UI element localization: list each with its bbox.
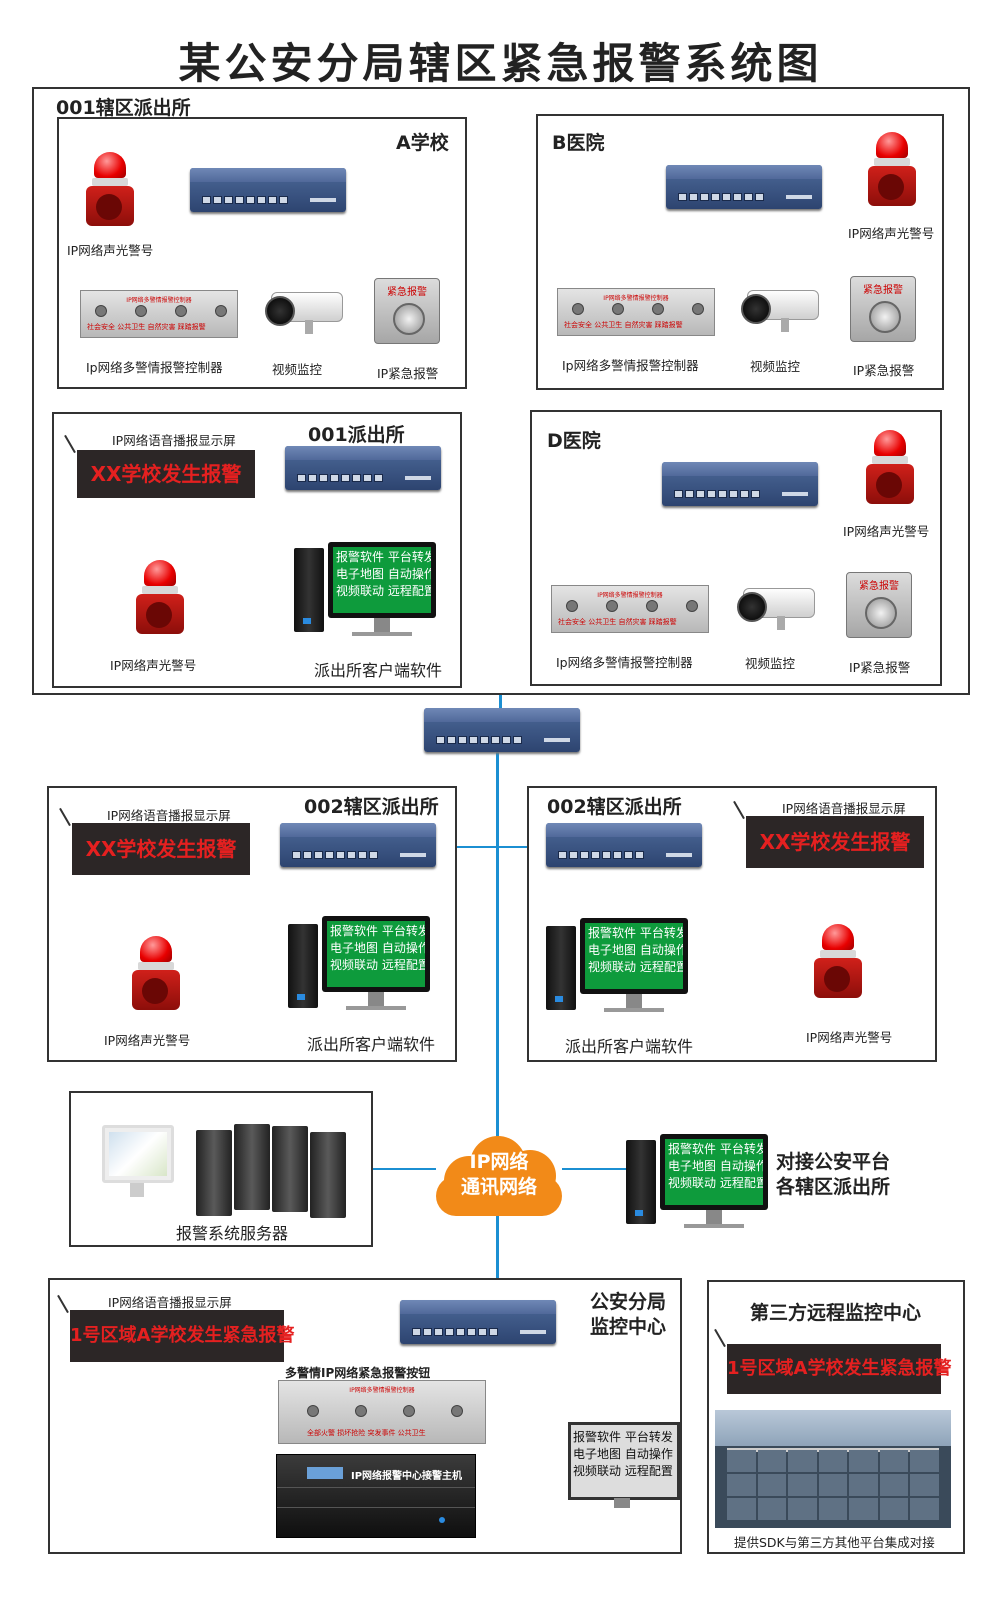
client-software-label: 派出所客户端软件: [314, 661, 443, 680]
video-label: 视频监控: [750, 359, 801, 374]
voice-display-label: IP网络语音播报显示屏: [112, 433, 236, 448]
led-display: 1号区域A学校发生紧急报警: [714, 1328, 951, 1394]
camera-icon: [265, 290, 343, 334]
emergency-button-icon: 紧急报警: [374, 278, 440, 344]
school-a-title: A学校: [396, 132, 449, 154]
center-title: 公安分局监控中心: [590, 1291, 667, 1338]
camera-icon: [737, 586, 815, 630]
controller-label: Ip网络多警情报警控制器: [556, 655, 693, 670]
pc-tower-icon: [288, 924, 318, 1008]
alarm-light-icon: [130, 936, 182, 1012]
multi-alarm-button-panel-icon: IP网络多警情报警控制器 全部火警 损坏抢险 突发事件 公共卫生: [278, 1380, 486, 1444]
center-monitor-stand-icon: [614, 1498, 630, 1508]
controller-panel-icon: IP网络多警情报警控制器社会安全 公共卫生 自然灾害 踩踏报警: [80, 290, 238, 338]
alarm-light-label: IP网络声光警号: [104, 1033, 191, 1048]
voice-display-label: IP网络语音播报显示屏: [782, 801, 906, 816]
alarm-light-label: IP网络声光警号: [843, 524, 930, 539]
ip-emergency-label: IP紧急报警: [377, 366, 439, 381]
switch-icon: [662, 462, 818, 506]
switch-icon: [285, 446, 441, 490]
desktop-monitor-icon: [102, 1125, 174, 1183]
district-002-right-title: 002辖区派出所: [547, 796, 682, 818]
alarm-light-icon: [812, 924, 864, 1000]
switch-icon: [400, 1300, 556, 1344]
monitor-icon: 报警软件 平台转发电子地图 自动操作视频联动 远程配置: [328, 542, 436, 636]
camera-icon: [741, 288, 819, 332]
ip-emergency-label: IP紧急报警: [853, 363, 915, 378]
link-dock: [562, 1168, 626, 1170]
client-software-label: 派出所客户端软件: [307, 1035, 436, 1054]
emergency-button-icon: 紧急报警: [850, 276, 916, 342]
pc-tower-icon: [294, 548, 324, 632]
center-monitor-icon: 报警软件 平台转发电子地图 自动操作视频联动 远程配置: [568, 1422, 680, 1500]
dock-label: 对接公安平台各辖区派出所: [776, 1151, 891, 1198]
monitor-icon: 报警软件 平台转发电子地图 自动操作视频联动 远程配置: [580, 918, 688, 1012]
district-002-left-title: 002辖区派出所: [304, 796, 439, 818]
alarm-light-label: IP网络声光警号: [110, 658, 197, 673]
alarm-light-label: IP网络声光警号: [67, 243, 154, 258]
led-display: XX学校发生报警: [59, 807, 250, 875]
controller-label: Ip网络多警情报警控制器: [86, 360, 223, 375]
emergency-button-icon: 紧急报警: [846, 572, 912, 638]
controller-panel-icon: IP网络多警情报警控制器社会安全 公共卫生 自然灾害 踩踏报警: [551, 585, 709, 633]
switch-icon: [666, 165, 822, 209]
district-001-title: 001辖区派出所: [56, 97, 191, 119]
server-rack-icon: [196, 1124, 346, 1218]
pc-tower-icon: [546, 926, 576, 1010]
core-switch-icon: [424, 708, 580, 752]
ip-network-cloud-icon: IP网络通讯网络: [434, 1132, 564, 1220]
controller-label: Ip网络多警情报警控制器: [562, 358, 699, 373]
switch-icon: [190, 168, 346, 212]
controller-panel-icon: IP网络多警情报警控制器社会安全 公共卫生 自然灾害 踩踏报警: [557, 288, 715, 336]
sdk-label: 提供SDK与第三方其他平台集成对接: [734, 1535, 935, 1550]
ip-emergency-label: IP紧急报警: [849, 660, 911, 675]
page-title: 某公安分局辖区紧急报警系统图: [178, 39, 823, 88]
third-party-title: 第三方远程监控中心: [750, 1302, 922, 1324]
client-software-label: 派出所客户端软件: [565, 1037, 694, 1056]
cloud-label-2: 通讯网络: [460, 1176, 537, 1198]
switch-icon: [280, 823, 436, 867]
switch-icon: [546, 823, 702, 867]
video-label: 视频监控: [272, 362, 323, 377]
desktop-stand-icon: [130, 1183, 144, 1197]
alarm-light-icon: [864, 430, 916, 506]
video-wall-photo-icon: [715, 1410, 951, 1528]
led-display: XX学校发生报警: [64, 434, 255, 498]
alarm-light-icon: [84, 152, 136, 228]
alarm-light-label: IP网络声光警号: [848, 226, 935, 241]
alarm-light-label: IP网络声光警号: [806, 1030, 893, 1045]
multi-button-label: 多警情IP网络紧急报警按钮: [285, 1366, 431, 1380]
hospital-d-title: D医院: [547, 430, 601, 452]
alarm-host-icon: IP网络报警中心接警主机: [276, 1454, 476, 1538]
voice-display-label: IP网络语音播报显示屏: [108, 1295, 232, 1310]
voice-display-label: IP网络语音播报显示屏: [107, 808, 231, 823]
led-display: 1号区域A学校发生紧急报警: [57, 1294, 294, 1362]
alarm-server-label: 报警系统服务器: [176, 1224, 289, 1243]
hospital-b-title: B医院: [552, 132, 605, 154]
cloud-label-1: IP网络: [469, 1151, 529, 1173]
link-002-row: [436, 846, 546, 848]
monitor-icon: 报警软件 平台转发电子地图 自动操作视频联动 远程配置: [322, 916, 430, 1010]
trunk-line-lower: [496, 750, 499, 1280]
pc-tower-icon: [626, 1140, 656, 1224]
alarm-light-icon: [866, 132, 918, 208]
monitor-icon: 报警软件 平台转发电子地图 自动操作视频联动 远程配置: [660, 1134, 768, 1228]
alarm-light-icon: [134, 560, 186, 636]
led-display: XX学校发生报警: [733, 800, 924, 868]
video-label: 视频监控: [745, 656, 796, 671]
police-001-title: 001派出所: [308, 424, 405, 446]
link-server: [370, 1168, 436, 1170]
